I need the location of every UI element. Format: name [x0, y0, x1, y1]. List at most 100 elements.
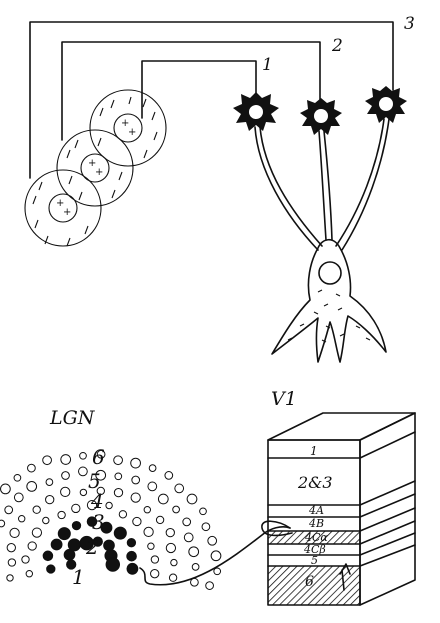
lgn-cell-dot — [9, 527, 20, 539]
lgn-cell-dot — [191, 563, 200, 571]
rf-center-sign-3: + — [56, 198, 64, 209]
lgn-cell-dot — [205, 581, 214, 590]
neuron-label-2: 2 — [331, 36, 343, 56]
lgn-cell-dot — [13, 473, 22, 482]
lgn-cell-dot — [86, 499, 98, 511]
lgn-cell-dot — [113, 455, 123, 466]
v1-layer-label-4c-beta: 4Cβ — [303, 543, 326, 556]
rf-center-sign-1b: + — [128, 127, 136, 138]
lgn-cell-dot — [118, 510, 128, 519]
lgn-cell-dot — [172, 505, 180, 514]
lgn-layer-label-4: 4 — [90, 489, 104, 513]
lgn-cell-dot — [164, 471, 174, 480]
lgn-cell-dot — [113, 487, 124, 498]
v1-layer-label-4b: 4B — [308, 517, 324, 530]
lgn-cell-dot — [61, 471, 70, 480]
lgn-cell-dot — [95, 469, 107, 481]
lgn-cell-dot — [148, 464, 157, 472]
lgn-layer-label-1: 1 — [72, 565, 85, 589]
lgn-cell-dot — [6, 574, 14, 582]
connection-line-2 — [61, 41, 321, 141]
lgn-layer-label-6: 6 — [92, 445, 105, 469]
lgn-cell-dot — [63, 548, 76, 561]
simple-cell-neuron-1 — [233, 92, 323, 251]
lgn-cell-dot — [100, 521, 113, 534]
lgn-cell-dot — [42, 550, 54, 562]
lgn-cell-dot — [96, 486, 105, 496]
lgn-cell-dot — [79, 451, 87, 460]
lgn-layer-label-2: 2 — [85, 535, 99, 559]
v1-layer-label-6: 6 — [305, 574, 314, 590]
lgn-cell-dot — [78, 466, 88, 477]
neuron-label-1: 1 — [262, 55, 273, 75]
lgn-cell-dot — [71, 520, 82, 531]
v1-layer-label-4c-alpha: 4Cα — [304, 531, 328, 544]
receptive-field-3 — [24, 169, 102, 247]
lgn-cell-dot — [126, 562, 139, 575]
v1-layer-label-4a: 4A — [308, 504, 324, 517]
lgn-cell-dot — [42, 455, 52, 466]
lgn-cell-dot — [155, 515, 165, 525]
receptive-fields: + + + + + + — [24, 21, 394, 247]
connection-line-1 — [141, 60, 257, 119]
lgn-cell-dot — [86, 516, 98, 527]
v1-cortex-block — [261, 412, 416, 606]
lgn-cell-dot — [79, 488, 88, 497]
rf-center-sign-1: + — [121, 118, 129, 129]
rf-center-sign-2b: + — [95, 167, 103, 178]
lgn-cell-dot — [130, 492, 141, 503]
neuron-label-3: 3 — [404, 14, 415, 34]
receptive-field-2 — [56, 129, 134, 207]
rf-center-sign-2: + — [88, 158, 96, 169]
simple-cell-neuron-3 — [335, 86, 407, 251]
lgn-cell-dot — [168, 573, 178, 582]
lgn-cell-dot — [6, 543, 16, 553]
lgn-cell-dot — [143, 506, 152, 514]
lgn-cell-dot — [4, 505, 14, 515]
v1-layer-4c-alpha-fill — [268, 531, 360, 544]
lgn-cell-dot — [183, 532, 194, 543]
v1-layer-label-2-3: 2&3 — [297, 473, 333, 492]
lgn-cell-dot — [26, 481, 38, 492]
lgn-cell-dot — [165, 542, 177, 554]
lgn-cell-dot — [126, 538, 137, 548]
lgn-title: LGN — [49, 407, 96, 429]
lgn-cell-dot — [46, 564, 56, 574]
lgn-cell-dot — [143, 526, 154, 538]
lgn-cell-dot — [13, 492, 24, 503]
lgn-cell-dot — [67, 538, 81, 552]
lgn-cell-dot — [126, 550, 137, 562]
lgn-cell-dot — [114, 472, 123, 481]
lgn-cell-dot — [27, 541, 37, 551]
lgn-to-v1-axon — [139, 526, 291, 586]
lgn-cell-dot — [130, 457, 141, 469]
lgn-cell-dot — [150, 555, 160, 564]
lgn-cell-dot — [165, 527, 175, 538]
lgn-cell-dot — [42, 516, 50, 525]
lgn-cell-dot — [31, 527, 43, 538]
lgn-cell-dot — [96, 449, 106, 459]
lgn-cell-dot — [92, 536, 103, 547]
lgn-cell-dot — [71, 503, 81, 514]
lgn-cell-dot — [147, 481, 158, 492]
lgn-cell-dot — [60, 486, 71, 498]
v1-title: V1 — [271, 388, 297, 410]
lgn-cell-dot — [132, 516, 142, 527]
lgn-cell-dot — [0, 519, 6, 528]
lgn-cell-dot — [7, 558, 17, 567]
lgn-cell-dot — [57, 510, 66, 520]
v1-layer-label-5: 5 — [311, 554, 318, 567]
lgn-cell-dot — [0, 483, 11, 495]
simple-cell-neuron-2 — [300, 98, 342, 241]
complex-cell — [271, 238, 387, 363]
lgn-cell-dot — [150, 569, 160, 579]
v1-layer-label-1: 1 — [310, 444, 318, 458]
lgn-cell-dot — [113, 526, 127, 540]
lgn-cell-dot — [186, 493, 198, 505]
receptive-field-1 — [89, 89, 167, 167]
lgn-cell-dot — [45, 478, 54, 486]
lgn-cell-dot — [60, 454, 72, 465]
lgn-cell-dot — [103, 539, 115, 552]
connection-line-3 — [29, 21, 394, 179]
